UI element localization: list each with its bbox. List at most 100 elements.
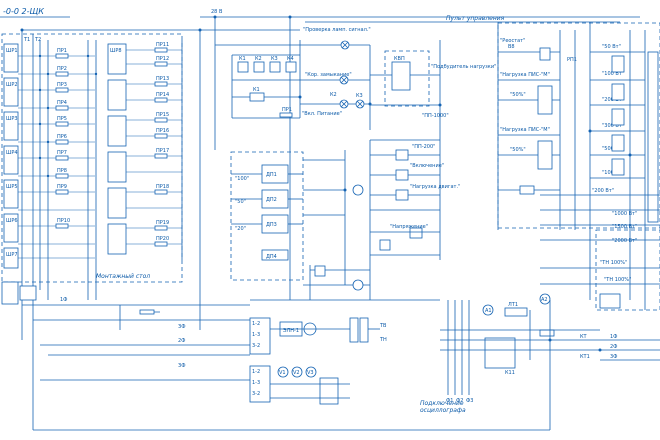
kt-label: КТ: [580, 334, 588, 340]
terminal-1-2: 1-2: [252, 321, 260, 327]
meter-v3: V3: [307, 370, 314, 376]
fuse-pr1: ПР1: [57, 48, 67, 54]
phase-3f: 3Ф: [610, 354, 618, 360]
meter-a2: А2: [541, 297, 548, 303]
eln-label: ЭЛН-1: [283, 328, 299, 334]
relay-label-3: ШР3: [6, 116, 18, 122]
meter-k3-center: [352, 279, 364, 291]
fuse-pr11: ПР11: [156, 42, 169, 48]
right-control-panel: "Реостат" В8 РП1 "Нагрузка ПИС-"М" "50%"…: [497, 22, 660, 310]
diagram-title: -0-0 2-ЩК: [3, 7, 44, 16]
pp1000-label: "ПП-1000": [422, 113, 449, 119]
terminal-1-3: 1-3: [252, 332, 260, 338]
lamp-check-label: "Проверка ламп. сигнал.": [303, 27, 371, 33]
contactor-k4: К4: [287, 56, 294, 62]
meter-v1: V1: [279, 370, 286, 376]
fuse-pr9: ПР9: [57, 184, 67, 190]
control-panel-label: Пульт управления: [446, 15, 505, 22]
mode-label-3: "Нагрузка ПИС-"М": [500, 127, 550, 133]
fuse-pr18: ПР18: [156, 184, 169, 190]
oscillograph-label-1: Подключение: [420, 400, 464, 407]
middle-relay-column: ШР8: [107, 43, 127, 255]
phase-1f: 1Ф: [610, 334, 618, 340]
osc-f3: Ф3: [466, 398, 474, 404]
relay-label-6: ШР6: [6, 218, 18, 224]
power-on-label: "Вкл. Питание": [302, 111, 342, 117]
k12-block: [599, 293, 621, 309]
fuse-pr12: ПР12: [156, 56, 169, 62]
fuse-pr7: ПР7: [57, 150, 67, 156]
fuse-pr13: ПР13: [156, 76, 169, 82]
fuse-pr15: ПР15: [156, 112, 169, 118]
pp200-label: "ПП-200": [412, 144, 435, 150]
relay-label-4: ШР4: [6, 150, 18, 156]
relay-k1: К1: [253, 87, 260, 93]
power-200w-low: "200 Вт": [592, 188, 614, 194]
tn-label: ТН: [379, 337, 387, 343]
terminal-1-2-b: 1-2: [252, 369, 260, 375]
kvp-label: КВП: [394, 56, 405, 62]
fuse-pr2: ПР2: [57, 66, 67, 72]
meter-v2: V2: [293, 370, 300, 376]
mode-label-4: "50%": [510, 147, 526, 153]
relay-label-2: ШР2: [6, 82, 18, 88]
terminal-block-left: [1, 281, 19, 305]
fuse-pr5: ПР5: [57, 116, 67, 122]
contactor-k2: К2: [255, 56, 262, 62]
dp4-label: ДП4: [266, 254, 277, 260]
right-terminal-strip: [647, 51, 659, 223]
engine-load-label: "Нагрузка двигат.": [410, 184, 460, 190]
contactor-k1: К1: [239, 56, 246, 62]
junction-dots: [20, 15, 632, 352]
fuse-pr6: ПР6: [57, 134, 67, 140]
relay-label-7: ШР7: [6, 252, 18, 258]
supply-voltage-label: 28 В: [211, 9, 223, 15]
fuse-pr17: ПР17: [156, 148, 169, 154]
value-50: "50": [235, 199, 246, 205]
right-bottom-block: А1 А2 ЛТ1 К11 1Ф 2Ф 3Ф КТ КТ1 Ф1 Ф2 Ф3: [440, 293, 660, 430]
left-label-t1: Т1: [23, 37, 30, 43]
meter-a1: А1: [485, 308, 492, 314]
fuse-pr1-top: ПР1: [282, 107, 292, 113]
power-300w: "300 Вт": [602, 123, 624, 129]
tag-1f: 1Ф: [60, 297, 68, 303]
fuse-pr14: ПР14: [156, 92, 169, 98]
osc-f2: Ф2: [456, 398, 464, 404]
resistor-r: [139, 309, 155, 315]
signal-lamps: "Кор. замыкание" "Вкл. Питание" К2 К3: [300, 45, 371, 130]
mounting-panel-label: Монтажный стол: [96, 273, 150, 280]
value-100: "100": [235, 176, 249, 182]
tn-100-label-2: "ТН 100%": [604, 277, 631, 283]
lt1-label: ЛТ1: [508, 302, 518, 308]
relay-label-1: ШР1: [6, 48, 18, 54]
tag-3f-2: ЗФ: [178, 363, 186, 369]
tag-3f-1: ЗФ: [178, 324, 186, 330]
mode-label-1: "Нагрузка ПИС-"М": [500, 72, 550, 78]
fuse-column-left: ПР1 ПР2 ПР3 ПР4 ПР5 ПР6 ПР7 ПР8 ПР9 ПР10: [18, 48, 95, 259]
oscillograph-label-2: осциллографа: [420, 407, 466, 414]
k11-label: К11: [505, 370, 515, 376]
tv-label: ТВ: [379, 323, 387, 329]
switching-on-label: "Включение": [410, 163, 444, 169]
control-panel-enclosure: [497, 22, 660, 229]
value-20: "20": [235, 226, 246, 232]
relay-label-8: ШР8: [110, 48, 122, 54]
contactor-k3: К3: [271, 56, 278, 62]
fuse-pr3: ПР3: [57, 82, 67, 88]
b8-label: В8: [508, 44, 515, 50]
dp3-label: ДП3: [266, 222, 277, 228]
mid-block-enclosure: [230, 151, 304, 281]
left-label-t2: Т2: [34, 37, 41, 43]
fuse-block-center: [314, 265, 326, 277]
dp1-label: ДП1: [266, 172, 277, 178]
power-50w: "50 Вт": [602, 44, 621, 50]
short-circuit-label: "Кор. замыкание": [305, 72, 352, 78]
left-relay-column: ШР1 ШР2 ШР3 ШР4 ШР5 ШР6 ШР7: [3, 43, 19, 269]
relay-label-5: ШР5: [6, 184, 18, 190]
power-1500w: "1500 Вт": [612, 224, 637, 230]
fuse-column-right: ПР11 ПР12 ПР13 ПР14 ПР15 ПР16 ПР17 ПР18 …: [126, 42, 182, 247]
terminal-3-2-b: 3-2: [252, 391, 260, 397]
kt1-label: КТ1: [580, 354, 590, 360]
lamp-check-block: К1 К2 К3 К4 К1 ПР1: [215, 40, 370, 119]
